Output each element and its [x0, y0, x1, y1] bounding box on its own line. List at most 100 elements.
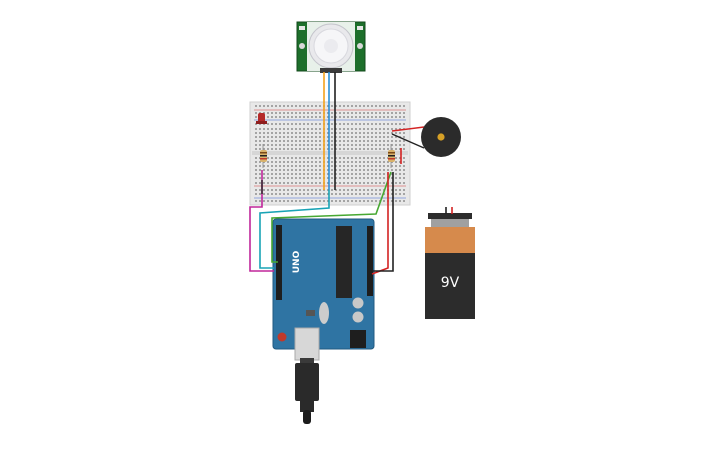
- breadboard-hole: [399, 157, 401, 159]
- breadboard-hole: [363, 132, 365, 134]
- breadboard-hole: [387, 136, 389, 138]
- breadboard-hole: [363, 193, 365, 195]
- resistor-left[interactable]: [260, 144, 267, 168]
- breadboard-hole: [263, 189, 265, 191]
- resistor-right[interactable]: [388, 144, 395, 168]
- breadboard-hole: [279, 128, 281, 130]
- red-led[interactable]: [256, 113, 267, 124]
- breadboard-hole: [339, 200, 341, 202]
- breadboard-hole: [359, 123, 361, 125]
- breadboard-hole: [343, 200, 345, 202]
- breadboard-hole: [375, 169, 377, 171]
- breadboard-hole: [331, 123, 333, 125]
- breadboard-hole: [267, 182, 269, 184]
- breadboard-hole: [351, 177, 353, 179]
- breadboard-hole: [375, 182, 377, 184]
- breadboard-hole: [343, 148, 345, 150]
- breadboard-hole: [283, 112, 285, 114]
- breadboard-hole: [395, 173, 397, 175]
- breadboard-hole: [367, 173, 369, 175]
- breadboard-hole: [287, 144, 289, 146]
- breadboard-hole: [335, 136, 337, 138]
- breadboard-hole: [259, 140, 261, 142]
- breadboard-hole: [319, 165, 321, 167]
- breadboard-hole: [335, 161, 337, 163]
- breadboard-hole: [395, 132, 397, 134]
- arduino-uno-board[interactable]: UNO: [272, 218, 375, 361]
- breadboard-hole: [295, 161, 297, 163]
- breadboard-hole: [355, 136, 357, 138]
- breadboard-hole: [279, 148, 281, 150]
- breadboard-hole: [391, 116, 393, 118]
- breadboard-hole: [379, 123, 381, 125]
- breadboard-hole: [403, 161, 405, 163]
- breadboard-hole: [299, 193, 301, 195]
- breadboard-hole: [399, 105, 401, 107]
- piezo-buzzer[interactable]: [391, 117, 461, 157]
- breadboard-hole: [275, 148, 277, 150]
- breadboard-hole: [299, 177, 301, 179]
- breadboard-hole: [387, 161, 389, 163]
- breadboard-hole: [371, 112, 373, 114]
- arduino-model-label: UNO: [292, 250, 302, 273]
- breadboard-hole: [299, 173, 301, 175]
- breadboard-hole: [315, 193, 317, 195]
- breadboard-hole: [379, 136, 381, 138]
- breadboard-hole: [319, 136, 321, 138]
- breadboard-hole: [307, 140, 309, 142]
- breadboard-hole: [371, 128, 373, 130]
- breadboard-hole: [399, 161, 401, 163]
- breadboard-hole: [311, 136, 313, 138]
- breadboard-hole: [383, 200, 385, 202]
- breadboard-hole: [295, 173, 297, 175]
- wire-red-5v: [371, 172, 389, 275]
- breadboard-hole: [263, 132, 265, 134]
- breadboard-hole: [355, 140, 357, 142]
- breadboard-hole: [335, 132, 337, 134]
- breadboard-hole: [267, 112, 269, 114]
- breadboard-hole: [355, 157, 357, 159]
- breadboard-hole: [403, 123, 405, 125]
- breadboard-hole: [255, 112, 257, 114]
- breadboard-hole: [271, 157, 273, 159]
- breadboard-hole: [291, 116, 293, 118]
- breadboard-hole: [331, 148, 333, 150]
- breadboard-hole: [271, 112, 273, 114]
- breadboard-hole: [299, 112, 301, 114]
- pir-motion-sensor[interactable]: [296, 21, 366, 73]
- breadboard-hole: [339, 123, 341, 125]
- breadboard-hole: [307, 189, 309, 191]
- breadboard-hole: [279, 112, 281, 114]
- breadboard-hole: [259, 148, 261, 150]
- breadboard-hole: [259, 169, 261, 171]
- breadboard-hole: [263, 140, 265, 142]
- breadboard-hole: [295, 144, 297, 146]
- breadboard-hole: [379, 105, 381, 107]
- breadboard-hole: [399, 193, 401, 195]
- breadboard-hole: [283, 161, 285, 163]
- breadboard-hole: [291, 123, 293, 125]
- reset-button[interactable]: [277, 332, 287, 342]
- breadboard-hole: [371, 173, 373, 175]
- breadboard-hole: [391, 200, 393, 202]
- breadboard-hole: [359, 148, 361, 150]
- breadboard-hole: [347, 165, 349, 167]
- breadboard-hole: [359, 128, 361, 130]
- breadboard-hole: [387, 123, 389, 125]
- breadboard-hole: [311, 169, 313, 171]
- breadboard-hole: [307, 169, 309, 171]
- breadboard-hole: [319, 193, 321, 195]
- breadboard-hole: [375, 132, 377, 134]
- breadboard-hole: [315, 105, 317, 107]
- breadboard-hole: [295, 112, 297, 114]
- breadboard-hole: [335, 182, 337, 184]
- breadboard-hole: [355, 200, 357, 202]
- breadboard-hole: [363, 148, 365, 150]
- battery-9v[interactable]: 9V: [425, 207, 475, 319]
- breadboard-hole: [291, 105, 293, 107]
- digital-pin-header: [276, 225, 282, 300]
- breadboard-hole: [351, 105, 353, 107]
- breadboard-hole: [355, 182, 357, 184]
- breadboard-hole: [331, 116, 333, 118]
